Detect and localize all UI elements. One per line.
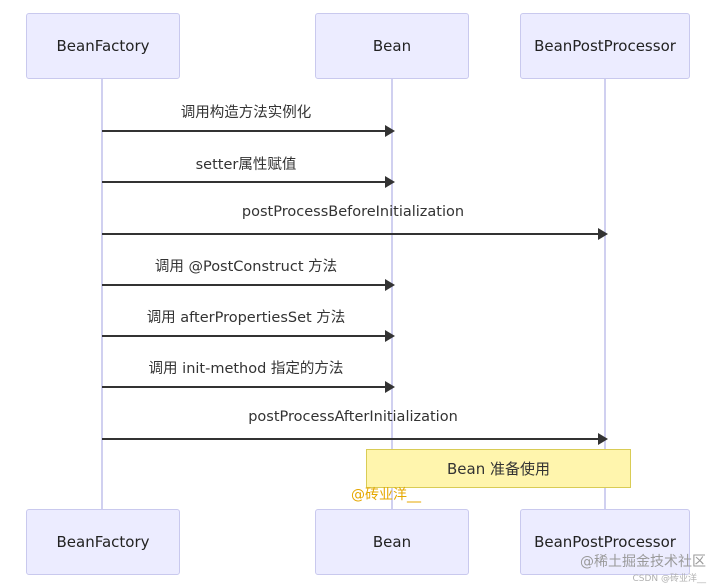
actor-label: BeanFactory bbox=[56, 533, 150, 551]
arrowhead-icon bbox=[598, 433, 608, 445]
message-label: setter属性赋值 bbox=[195, 157, 297, 173]
message-label: 调用 @PostConstruct 方法 bbox=[154, 259, 338, 275]
actor-label: BeanPostProcessor bbox=[534, 533, 676, 551]
message-arrow bbox=[102, 330, 395, 342]
lifeline-bean bbox=[391, 79, 393, 509]
arrowhead-icon bbox=[385, 279, 395, 291]
actor-bean-top: Bean bbox=[315, 13, 469, 79]
author-watermark: @砖业洋__ bbox=[351, 487, 421, 503]
message-arrow bbox=[102, 125, 395, 137]
actor-beanfactory-bottom: BeanFactory bbox=[26, 509, 180, 575]
arrowhead-icon bbox=[385, 330, 395, 342]
message-arrow bbox=[102, 228, 608, 240]
actor-beanfactory-top: BeanFactory bbox=[26, 13, 180, 79]
actor-label: BeanFactory bbox=[56, 37, 150, 55]
arrowhead-icon bbox=[385, 125, 395, 137]
message-arrow bbox=[102, 176, 395, 188]
actor-label: Bean bbox=[372, 37, 412, 55]
message-arrow bbox=[102, 433, 608, 445]
note-text: Bean 准备使用 bbox=[447, 460, 550, 478]
actor-beanpostprocessor-bottom: BeanPostProcessor bbox=[520, 509, 690, 575]
message-label: 调用 init-method 指定的方法 bbox=[148, 361, 344, 377]
arrowhead-icon bbox=[385, 381, 395, 393]
note-bean-ready: Bean 准备使用 bbox=[366, 449, 631, 488]
message-label: 调用构造方法实例化 bbox=[180, 105, 312, 121]
actor-beanpostprocessor-top: BeanPostProcessor bbox=[520, 13, 690, 79]
message-label: 调用 afterPropertiesSet 方法 bbox=[146, 310, 346, 326]
arrowhead-icon bbox=[598, 228, 608, 240]
message-arrow bbox=[102, 279, 395, 291]
actor-bean-bottom: Bean bbox=[315, 509, 469, 575]
site-watermark: @稀土掘金技术社区 bbox=[580, 551, 706, 571]
actor-label: BeanPostProcessor bbox=[534, 37, 676, 55]
message-arrow bbox=[102, 381, 395, 393]
lifeline-beanfactory bbox=[101, 79, 103, 509]
site-watermark-text: @稀土掘金技术社区 bbox=[580, 554, 706, 570]
lifeline-beanpostprocessor bbox=[604, 79, 606, 509]
actor-label: Bean bbox=[372, 533, 412, 551]
message-label: postProcessBeforeInitialization bbox=[241, 204, 465, 220]
csdn-watermark: CSDN @砖业洋__ bbox=[632, 574, 706, 584]
message-label: postProcessAfterInitialization bbox=[248, 409, 458, 425]
arrowhead-icon bbox=[385, 176, 395, 188]
